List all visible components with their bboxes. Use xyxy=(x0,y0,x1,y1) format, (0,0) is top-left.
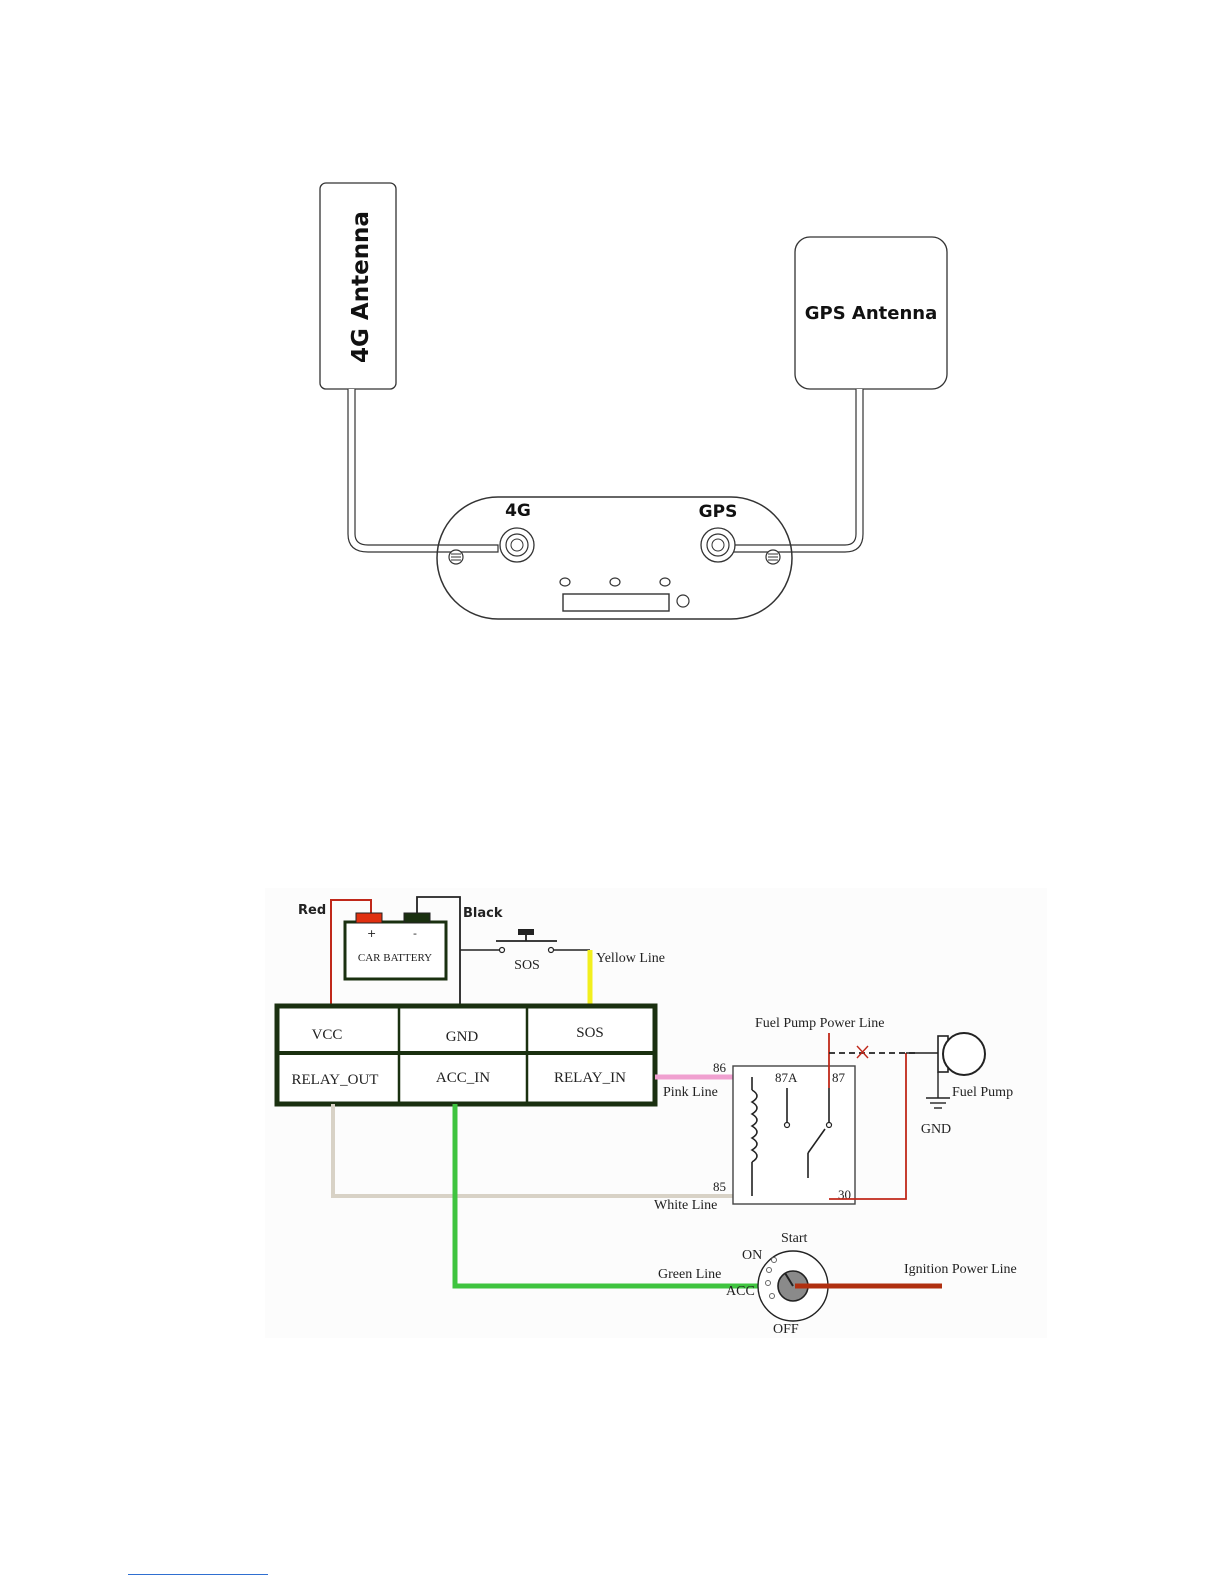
ignition-start-label: Start xyxy=(781,1231,808,1246)
terminal-sos: SOS xyxy=(576,1025,604,1041)
relay-pin-85: 85 xyxy=(713,1179,726,1194)
footer-rule xyxy=(128,1574,268,1575)
tracker-device xyxy=(437,497,792,619)
screw-left xyxy=(449,550,463,564)
battery-terminal-negative xyxy=(404,913,430,923)
led-indicator-3 xyxy=(660,578,670,586)
terminal-relay-out: RELAY_OUT xyxy=(292,1072,379,1088)
terminal-relay-in: RELAY_IN xyxy=(554,1070,626,1086)
wire-red-label: Red xyxy=(298,903,326,918)
terminal-gnd: GND xyxy=(446,1029,479,1045)
battery-label: CAR BATTERY xyxy=(358,952,432,964)
sim-slot xyxy=(563,594,669,611)
ignition-on-label: ON xyxy=(742,1248,762,1263)
cable-4g xyxy=(348,389,498,552)
reset-button xyxy=(677,595,689,607)
ground-label: GND xyxy=(921,1122,951,1137)
wire-green-label: Green Line xyxy=(658,1267,721,1282)
port-gps-label: GPS xyxy=(699,502,738,522)
connector-gps xyxy=(701,528,735,562)
screw-right xyxy=(766,550,780,564)
wire-black-label: Black xyxy=(463,906,503,921)
ignition-acc-label: ACC xyxy=(726,1284,755,1299)
relay-pin-87a: 87A xyxy=(775,1070,798,1085)
sos-switch-label: SOS xyxy=(514,958,540,973)
terminal-vcc: VCC xyxy=(312,1027,343,1043)
led-indicator-1 xyxy=(560,578,570,586)
wire-pink-label: Pink Line xyxy=(663,1085,718,1100)
wire-white-label: White Line xyxy=(654,1198,717,1213)
connector-4g xyxy=(500,528,534,562)
relay-pin-87: 87 xyxy=(832,1070,846,1085)
port-4g-label: 4G xyxy=(505,501,531,521)
battery-minus-sign: - xyxy=(413,927,417,940)
wiring-diagram: Red Black + - CAR BATTERY SOS Yellow Lin… xyxy=(265,888,1047,1338)
terminal-acc-in: ACC_IN xyxy=(436,1070,490,1086)
led-indicator-2 xyxy=(610,578,620,586)
relay-pin-86: 86 xyxy=(713,1060,727,1075)
wire-fuel-pump-power-label: Fuel Pump Power Line xyxy=(755,1016,885,1031)
wire-yellow-label: Yellow Line xyxy=(596,951,665,966)
fuel-pump-label: Fuel Pump xyxy=(952,1085,1013,1100)
ignition-off-label: OFF xyxy=(773,1322,799,1337)
battery-terminal-positive xyxy=(356,913,382,923)
antenna-gps-label: GPS Antenna xyxy=(805,303,938,324)
car-battery xyxy=(345,922,446,979)
cable-gps xyxy=(720,389,863,552)
battery-plus-sign: + xyxy=(367,927,376,940)
wire-ignition-power-label: Ignition Power Line xyxy=(904,1262,1017,1277)
antenna-diagram: 4G Antenna GPS Antenna 4G GPS xyxy=(320,183,947,619)
antenna-4g-label: 4G Antenna xyxy=(348,211,374,363)
fuel-pump xyxy=(938,1033,985,1075)
